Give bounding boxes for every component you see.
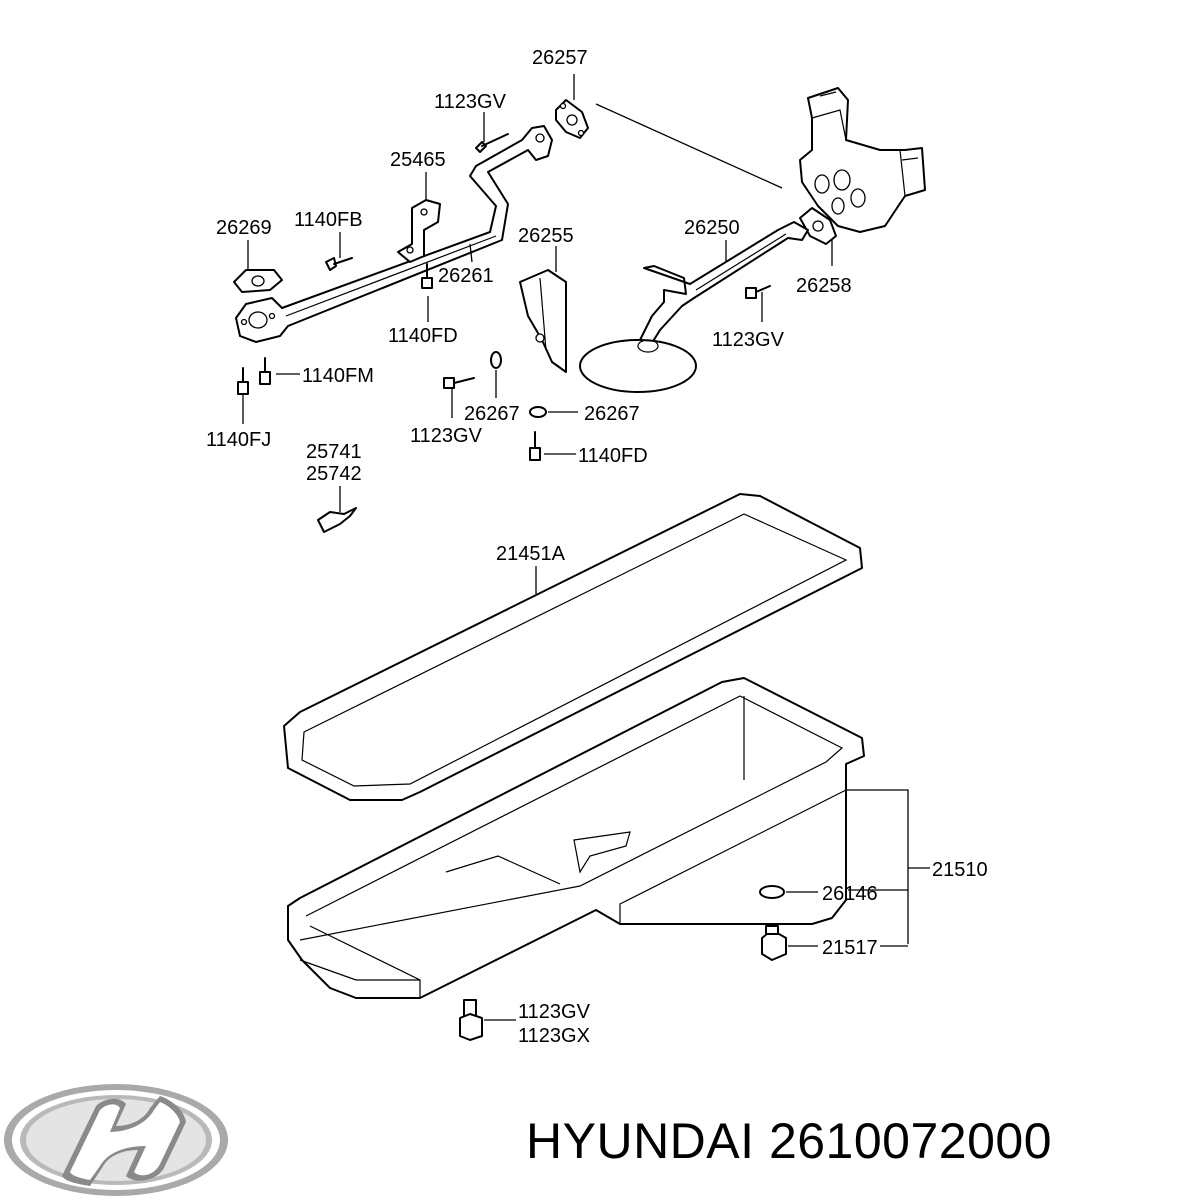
label-25742: 25742 <box>306 463 362 485</box>
strainer-26250 <box>579 221 809 393</box>
label-1123gv-top: 1123GV <box>434 91 507 113</box>
leader-lines <box>242 74 930 1021</box>
oil-pump <box>799 87 926 233</box>
label-26261: 26261 <box>438 265 494 287</box>
bracket-26255 <box>519 269 567 373</box>
label-1140fd-a: 1140FD <box>388 325 458 347</box>
label-26267-b: 26267 <box>584 403 640 425</box>
label-1123gv-strainer: 1123GV <box>712 329 785 351</box>
label-26258: 26258 <box>796 275 852 297</box>
label-21451a: 21451A <box>496 543 566 565</box>
bolts <box>237 133 771 461</box>
gasket-26257 <box>555 99 589 139</box>
label-21510: 21510 <box>932 859 988 881</box>
label-1123gv-pan: 1123GV <box>518 1001 591 1023</box>
hyundai-logo-icon <box>4 1084 228 1196</box>
label-26267-a: 26267 <box>464 403 520 425</box>
label-25741: 25741 <box>306 441 362 463</box>
gasket-21451a <box>283 493 863 801</box>
label-26255: 26255 <box>518 225 574 247</box>
label-26257: 26257 <box>532 47 588 69</box>
label-26269: 26269 <box>216 217 272 239</box>
label-1140fm: 1140FM <box>302 365 374 387</box>
brand-name: HYUNDAI <box>526 1113 755 1169</box>
footer-title: HYUNDAI 2610072000 <box>526 1112 1052 1170</box>
label-25465: 25465 <box>390 149 446 171</box>
label-1140fd-b: 1140FD <box>578 445 648 467</box>
label-1140fb: 1140FB <box>294 209 363 231</box>
label-26146: 26146 <box>822 883 878 905</box>
label-21517: 21517 <box>822 937 878 959</box>
label-1140fj: 1140FJ <box>206 429 271 451</box>
gasket-26269 <box>233 269 283 293</box>
label-1123gx: 1123GX <box>518 1025 590 1047</box>
bracket-25465 <box>397 199 441 263</box>
drain-plug <box>759 885 787 961</box>
label-1123gv-mid: 1123GV <box>410 425 483 447</box>
label-26250: 26250 <box>684 217 740 239</box>
washer-26267 <box>490 351 547 418</box>
pan-bolt <box>459 999 483 1041</box>
gasket-26258 <box>799 207 837 245</box>
part-labels: 26257 1123GV 25465 26269 1140FB 26261 11… <box>206 47 988 1047</box>
part-number: 2610072000 <box>768 1113 1053 1169</box>
oil-pan-21510 <box>287 677 865 999</box>
tag-25741 <box>317 507 357 533</box>
